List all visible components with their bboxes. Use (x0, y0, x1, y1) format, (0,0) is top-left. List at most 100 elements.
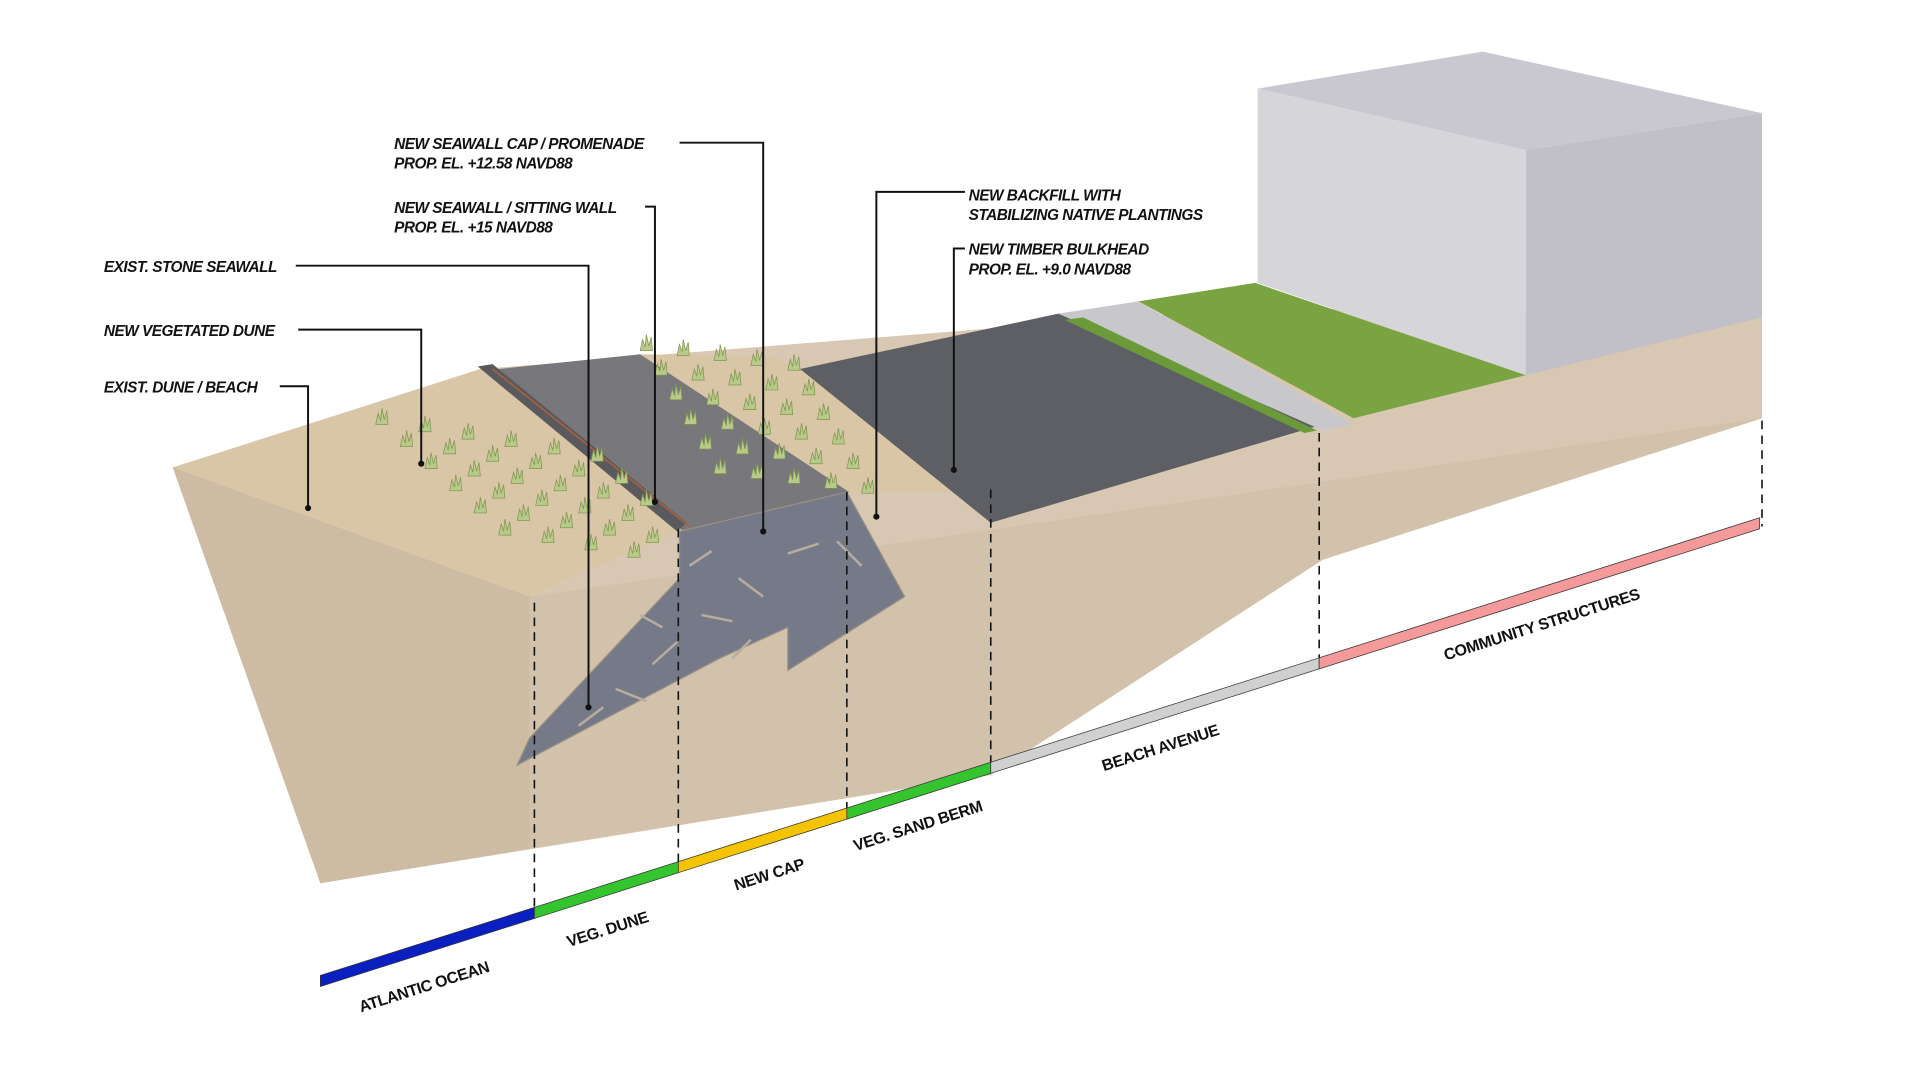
plant-icon (485, 445, 500, 462)
plant-icon (765, 373, 779, 391)
plant-icon (706, 388, 720, 406)
plant-icon (424, 452, 438, 470)
plant-icon (590, 445, 604, 462)
plant-icon (529, 452, 543, 470)
plant-icon (645, 526, 660, 543)
leader-dune-beach (279, 385, 310, 509)
plant-icon (442, 437, 457, 455)
plant-icon (713, 457, 727, 474)
building-front (1257, 88, 1526, 376)
leader-stone-seawall (295, 264, 590, 708)
plant-icon (684, 408, 698, 425)
vegetated-dune (172, 369, 684, 597)
beach-avenue-road (800, 313, 1323, 523)
sidewalk (1058, 301, 1354, 431)
zone-bar (319, 517, 1760, 988)
plant-icon (654, 359, 668, 376)
plant-icon (596, 482, 610, 499)
plant-icon (535, 489, 549, 506)
lawn (1138, 282, 1526, 419)
zone-bar-segment (534, 861, 679, 919)
leader-seawall-cap (679, 141, 765, 532)
plant-icon (728, 368, 742, 386)
seawall-cap-promenade (498, 354, 850, 532)
plant-icon (602, 519, 616, 536)
zone-bar-segment (319, 906, 535, 988)
callout-sitting-wall-elevation: PROP. EL. +15 NAVD88 (394, 219, 553, 236)
callout-backfill-title: NEW BACKFILL WITH (969, 188, 1122, 205)
plant-icon (757, 418, 771, 435)
leader-sitting-wall (645, 205, 656, 502)
plant-icon (498, 519, 512, 536)
plant-icon (621, 504, 635, 521)
leader-dot (418, 460, 425, 467)
leader-backfill (875, 190, 965, 517)
plant-icon (559, 511, 573, 529)
zone-label-veg-dune: VEG. DUNE (565, 909, 651, 951)
plant-icon (691, 364, 705, 381)
plant-icon (772, 442, 786, 460)
grass-strip (1064, 317, 1317, 433)
building-side (1525, 113, 1763, 376)
native-plantings (375, 334, 875, 558)
leader-vegetated-dune (298, 328, 423, 464)
plant-icon (504, 430, 518, 447)
plant-icon (449, 474, 463, 492)
leader-dot (950, 466, 957, 473)
plant-icon (787, 467, 801, 484)
plant-icon (553, 474, 567, 492)
plant-icon (572, 459, 586, 477)
callout-dune-beach: EXIST. DUNE / BEACH (104, 379, 259, 396)
block-left-face (172, 467, 530, 884)
plant-icon (831, 427, 845, 445)
block-front-face (529, 418, 1763, 849)
callout-seawall-cap-title: NEW SEAWALL CAP / PROMENADE (394, 136, 645, 153)
stone-pattern (577, 540, 863, 727)
plant-icon (816, 403, 831, 420)
sand-berm (640, 354, 991, 493)
plant-icon (794, 423, 808, 440)
plant-icon (779, 398, 794, 415)
plant-icon (824, 472, 838, 489)
plant-icon (547, 437, 561, 455)
plant-icon (615, 467, 629, 484)
plant-icon (713, 344, 727, 361)
callout-backfill-detail: STABILIZING NATIVE PLANTINGS (969, 207, 1204, 224)
plant-icon (720, 413, 735, 430)
plant-icon (846, 452, 860, 470)
plant-icon (375, 408, 389, 425)
callout-seawall-cap-elevation: PROP. EL. +12.58 NAVD88 (394, 156, 573, 173)
plant-icon (676, 339, 690, 356)
leader-dot (651, 498, 659, 505)
plant-icon (735, 437, 749, 455)
callout-bulkhead-elevation: PROP. EL. +9.0 NAVD88 (969, 261, 1132, 278)
leader-dot (304, 504, 312, 512)
plant-icon (809, 447, 823, 465)
leader-dot (585, 704, 592, 711)
building-top (1257, 51, 1763, 151)
leader-dot (760, 528, 767, 535)
sitting-wall (477, 364, 687, 532)
callout-stone-seawall: EXIST. STONE SEAWALL (104, 259, 277, 276)
plant-icon (698, 432, 712, 450)
plant-icon (627, 541, 641, 558)
plant-icon (861, 477, 875, 494)
leader-bulkhead (952, 247, 965, 470)
plant-icon (461, 423, 475, 440)
plant-icon (669, 383, 683, 401)
callout-sitting-wall-title: NEW SEAWALL / SITTING WALL (394, 200, 617, 217)
zone-label-new-cap: NEW CAP (732, 856, 807, 894)
zone-bar-segment (1318, 517, 1760, 670)
plant-icon (399, 430, 414, 447)
plant-icon (492, 482, 506, 499)
plant-icon (639, 334, 653, 351)
plant-icon (743, 393, 757, 410)
plant-icon (802, 378, 816, 396)
plant-icon (510, 467, 524, 484)
callout-bulkhead-title: NEW TIMBER BULKHEAD (969, 242, 1149, 259)
callout-vegetated-dune: NEW VEGETATED DUNE (104, 323, 276, 340)
plant-icon (787, 354, 801, 371)
plant-icon (516, 504, 530, 521)
plant-icon (473, 496, 487, 514)
